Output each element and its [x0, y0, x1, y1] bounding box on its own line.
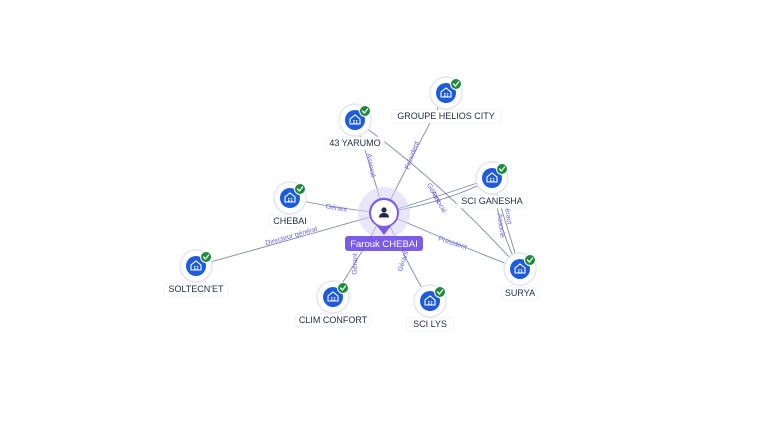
company-node-helios[interactable]: GROUPE HELIOS CITY: [391, 76, 501, 124]
company-label: SCI GANESHA: [461, 196, 523, 206]
relation-edge-label: Gérant: [352, 253, 360, 275]
company-label: SOLTECN'ET: [168, 284, 224, 294]
relation-edge-label: Directeur général: [265, 226, 319, 248]
company-node-disc: [280, 188, 300, 208]
company-label: 43 YARUMO: [329, 138, 380, 148]
company-label-bg: [294, 313, 371, 328]
verified-check-icon: [294, 183, 306, 195]
company-node-disc: [345, 110, 365, 130]
company-label-bg: [456, 194, 528, 209]
verified-check-icon: [434, 286, 446, 298]
building-icon: [486, 172, 498, 183]
company-label: CHEBAI: [273, 216, 307, 226]
company-label-bg: [163, 282, 229, 297]
company-node-clim[interactable]: CLIM CONFORT: [294, 280, 371, 328]
company-label-bg: [268, 214, 312, 229]
company-label: CLIM CONFORT: [299, 315, 368, 325]
relation-edge-label: Président: [404, 140, 421, 170]
company-label: GROUPE HELIOS CITY: [397, 111, 495, 121]
verified-check-icon: [524, 254, 536, 266]
company-node-disc: [186, 256, 206, 276]
relation-edge-label: Gérant: [397, 250, 410, 273]
person-label-bg: [345, 236, 423, 251]
relation-edge-label: Président: [437, 236, 467, 252]
verified-check-icon: [359, 105, 371, 117]
cross-edge-line: [354, 119, 521, 270]
company-label-bg: [391, 109, 501, 124]
nodes-layer: 43 YARUMO GROUPE HELIOS CITY SCI GANESHA SU…: [163, 76, 539, 332]
company-node-surya[interactable]: SURYA: [501, 252, 539, 301]
relation-edge-label: Gérant: [325, 203, 347, 214]
company-node-disc: [420, 291, 440, 311]
verified-check-icon: [496, 163, 508, 175]
building-icon: [514, 263, 526, 274]
cross-edge-label: Gérant: [503, 203, 513, 225]
building-icon: [284, 192, 296, 203]
company-node-disc: [436, 83, 456, 103]
company-label: SURYA: [505, 288, 535, 298]
person-label: Farouk CHEBAI: [350, 239, 418, 250]
company-node-chebai[interactable]: CHEBAI: [268, 181, 312, 229]
company-node-ganesha[interactable]: SCI GANESHA: [456, 161, 528, 209]
relation-edge-label: Associé: [365, 153, 376, 178]
company-node-disc: [323, 287, 343, 307]
company-label-bg: [501, 286, 539, 301]
company-node-soltec[interactable]: SOLTECN'ET: [163, 249, 229, 297]
company-label-bg: [325, 136, 385, 151]
company-label: SCI LYS: [413, 319, 447, 329]
company-node-yarumo[interactable]: 43 YARUMO: [325, 103, 385, 151]
building-icon: [349, 114, 361, 125]
verified-check-icon: [200, 251, 212, 263]
company-label-bg: [405, 317, 454, 332]
person-icon: [379, 207, 389, 218]
building-icon: [327, 291, 339, 302]
company-node-disc: [510, 259, 530, 279]
verified-check-icon: [450, 78, 462, 90]
company-node-disc: [482, 168, 502, 188]
building-icon: [440, 87, 452, 98]
person-node[interactable]: Farouk CHEBAI: [345, 187, 423, 251]
company-node-scilys[interactable]: SCI LYS: [405, 284, 454, 332]
cross-edge-label: Associé: [495, 213, 505, 238]
verified-check-icon: [337, 282, 349, 294]
building-icon: [424, 295, 436, 306]
building-icon: [190, 260, 202, 271]
